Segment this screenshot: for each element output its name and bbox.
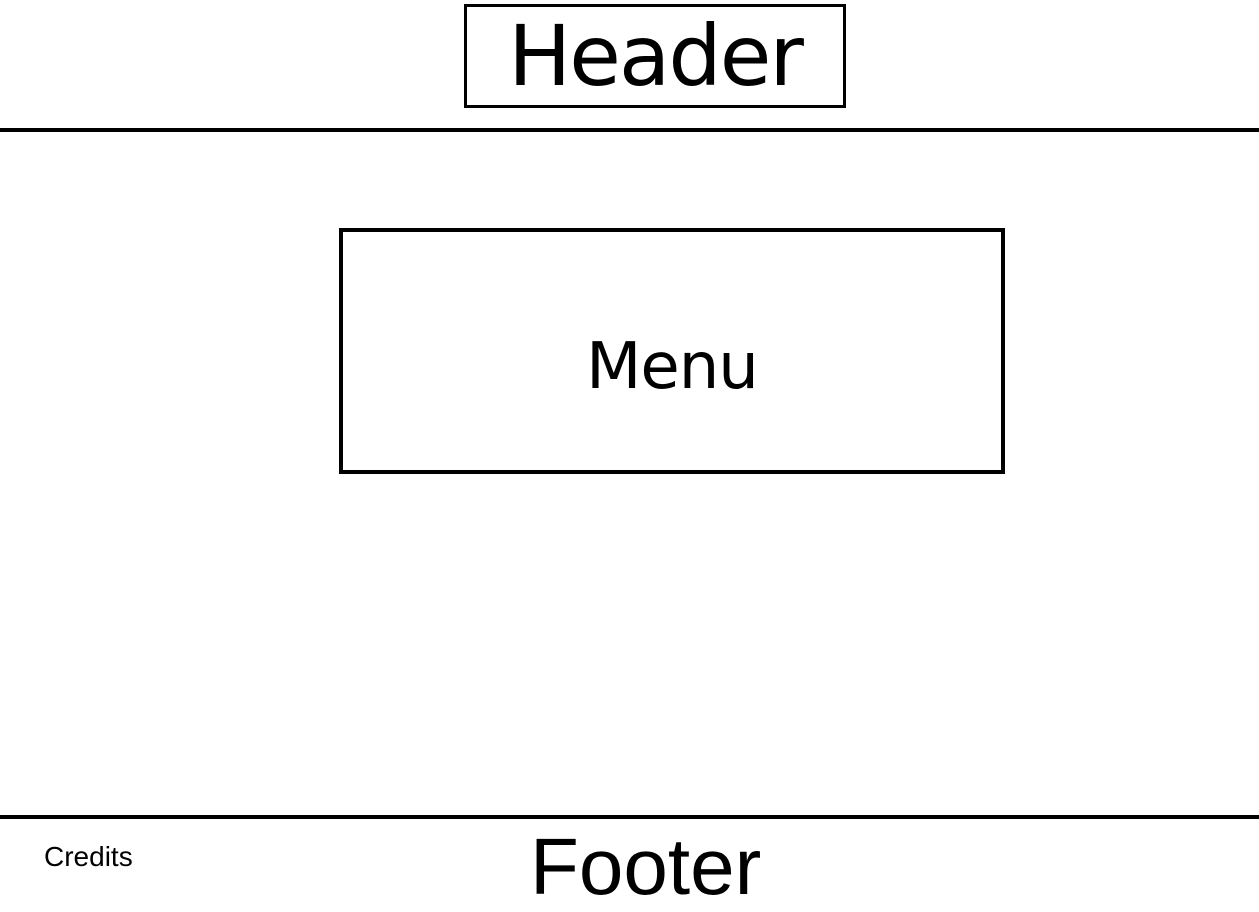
menu-box[interactable]: Menu (339, 228, 1005, 474)
header-box: Header (464, 4, 846, 108)
menu-label: Menu (586, 330, 759, 404)
footer-divider (0, 815, 1259, 819)
header-divider (0, 128, 1259, 132)
credits-link[interactable]: Credits (44, 841, 133, 872)
footer-title: Footer (530, 822, 762, 911)
header-title: Header (508, 7, 804, 105)
